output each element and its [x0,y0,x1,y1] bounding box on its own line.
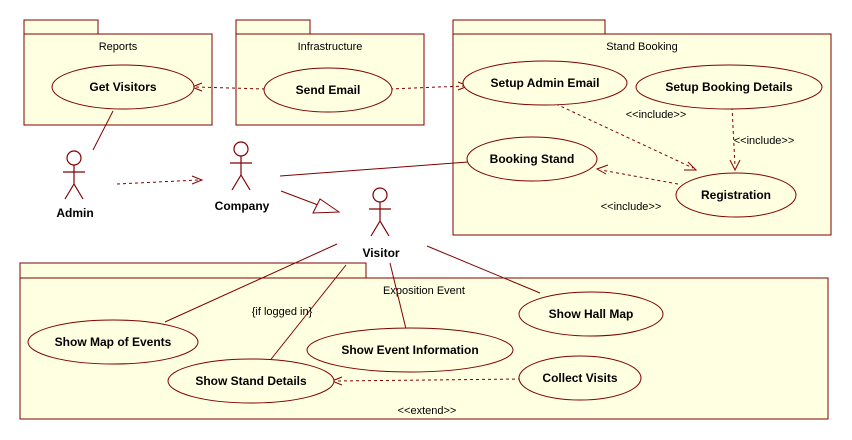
usecase-collect-visits-label: Collect Visits [542,371,617,385]
dep-setup-admin-email-registration-arrowhead [684,161,698,171]
usecase-get-visitors-label: Get Visitors [89,80,156,94]
usecase-get-visitors[interactable]: Get Visitors [51,64,195,110]
package-stand-booking-tab [452,19,606,35]
usecase-setup-admin-email-ellipse [462,60,628,106]
usecase-booking-stand[interactable]: Booking Stand [466,136,598,182]
usecase-registration-ellipse [675,172,797,218]
package-infrastructure-title: Infrastructure [298,41,363,53]
usecase-show-map-of-events[interactable]: Show Map of Events [27,319,199,365]
usecase-show-map-of-events-label: Show Map of Events [55,335,172,349]
usecase-setup-booking-details-label: Setup Booking Details [665,80,793,94]
dep-admin-company-arrowhead [191,175,204,185]
usecase-show-event-information-ellipse [306,327,514,373]
usecase-show-stand-details-label: Show Stand Details [195,374,307,388]
usecase-show-map-of-events-ellipse [27,319,199,365]
usecase-send-email-ellipse [263,67,393,113]
generalization-arrowhead [312,198,341,214]
include-label-setup-admin-email: <<include>> [626,109,687,121]
usecase-show-event-information-label: Show Event Information [341,343,478,357]
stick-figure-icon [369,187,391,237]
usecase-show-stand-details[interactable]: Show Stand Details [167,358,335,404]
assoc-visitor-show-hall-map [426,245,541,294]
usecase-booking-stand-ellipse [466,136,598,182]
dep-registration-booking-stand [600,169,679,185]
usecase-setup-booking-details-ellipse [635,64,823,110]
package-exposition-event-title: Exposition Event [383,285,465,297]
actor-company[interactable]: Company [215,141,270,213]
usecase-setup-admin-email-label: Setup Admin Email [491,76,600,90]
dep-send-email-setup-admin-email [389,85,465,90]
package-reports-tab [23,19,99,35]
usecase-registration[interactable]: Registration [675,172,797,218]
package-infrastructure-tab [235,19,311,35]
usecase-setup-admin-email[interactable]: Setup Admin Email [462,60,628,106]
dep-setup-booking-details-registration-arrowhead [729,159,741,172]
usecase-show-stand-details-ellipse [167,358,335,404]
assoc-admin-get-visitors [92,110,114,151]
assoc-visitor-show-stand-details [267,264,347,364]
dep-admin-company [116,179,199,185]
include-label-setup-booking-details: <<include>> [734,135,795,147]
actor-company-label: Company [215,199,270,213]
actor-admin[interactable]: Admin [56,150,94,220]
dep-registration-booking-stand-arrowhead [595,164,609,175]
usecase-get-visitors-ellipse [51,64,195,110]
extend-label: <<extend>> [398,405,457,417]
usecase-send-email[interactable]: Send Email [263,67,393,113]
dep-setup-booking-details-registration [731,106,736,167]
assoc-visitor-show-event-information [389,262,407,330]
usecase-collect-visits-ellipse [518,355,642,401]
assoc-company-booking-stand [279,161,469,177]
usecase-booking-stand-label: Booking Stand [490,152,575,166]
stick-figure-icon [230,141,252,191]
stick-figure-icon [63,150,85,200]
actor-visitor-label: Visitor [362,246,399,260]
usecase-show-event-information[interactable]: Show Event Information [306,327,514,373]
package-stand-booking-title: Stand Booking [606,41,678,53]
dep-collect-visits-show-stand-details [335,378,522,382]
include-label-booking-stand: <<include>> [601,201,662,213]
usecase-setup-booking-details[interactable]: Setup Booking Details [635,64,823,110]
dep-setup-admin-email-registration [555,103,694,169]
usecase-send-email-label: Send Email [296,83,361,97]
guard-label-if-logged-in: {if logged in} [252,306,313,318]
usecase-show-hall-map-label: Show Hall Map [549,307,634,321]
usecase-registration-label: Registration [701,188,771,202]
package-exposition-event-tab [19,262,367,279]
actor-admin-label: Admin [56,206,93,220]
usecase-show-hall-map-ellipse [518,291,664,337]
assoc-visitor-show-map-of-events [164,243,338,323]
actor-visitor[interactable]: Visitor [362,187,400,260]
usecase-collect-visits[interactable]: Collect Visits [518,355,642,401]
generalization-line [280,190,319,206]
usecase-show-hall-map[interactable]: Show Hall Map [518,291,664,337]
package-reports-title: Reports [99,41,138,53]
